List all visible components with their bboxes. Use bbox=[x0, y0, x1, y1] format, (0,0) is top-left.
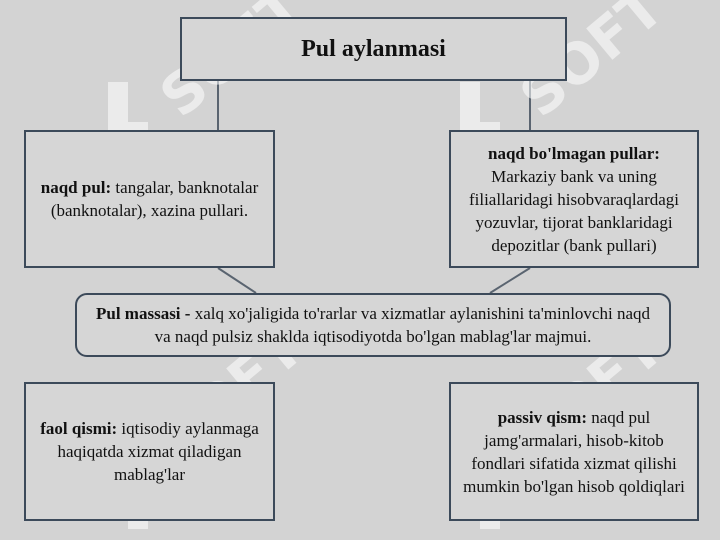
money-mass-desc: xalq xo'jaligida to'rarlar va xizmatlar … bbox=[154, 304, 651, 346]
title-box: Pul aylanmasi bbox=[180, 17, 567, 81]
noncash-money-text: naqd bo'lmagan pullar: Markaziy bank va … bbox=[461, 142, 687, 257]
passive-part-box: passiv qism: naqd pul jamg'armalari, his… bbox=[449, 382, 699, 521]
diagram-title: Pul aylanmasi bbox=[301, 35, 446, 62]
noncash-money-desc: Markaziy bank va uning filiallaridagi hi… bbox=[468, 166, 680, 255]
active-part-desc: iqtisodiy aylanmaga haqiqatda xizmat qil… bbox=[57, 419, 259, 484]
cash-money-term: naqd pul: bbox=[40, 178, 112, 197]
passive-part-text: passiv qism: naqd pul jamg'armalari, his… bbox=[461, 406, 687, 498]
noncash-money-box: naqd bo'lmagan pullar: Markaziy bank va … bbox=[449, 130, 699, 268]
noncash-money-term: naqd bo'lmagan pullar: bbox=[488, 143, 660, 163]
cash-money-box: naqd pul: tangalar, banknotalar (banknot… bbox=[24, 130, 275, 268]
money-mass-box: Pul massasi - xalq xo'jaligida to'rarlar… bbox=[75, 293, 671, 357]
money-mass-text: Pul massasi - xalq xo'jaligida to'rarlar… bbox=[91, 302, 655, 348]
active-part-box: faol qismi: iqtisodiy aylanmaga haqiqatd… bbox=[24, 382, 275, 521]
active-part-term: faol qismi: bbox=[40, 419, 118, 438]
cash-money-desc: tangalar, banknotalar (banknotalar), xaz… bbox=[50, 178, 259, 220]
passive-part-term: passiv qism: bbox=[497, 407, 587, 427]
connector-cash-to-mass bbox=[217, 267, 257, 294]
passive-part-desc: naqd pul jamg'armalari, hisob-kitob fond… bbox=[463, 407, 685, 496]
active-part-text: faol qismi: iqtisodiy aylanmaga haqiqatd… bbox=[36, 417, 263, 486]
connector-noncash-to-mass bbox=[489, 267, 531, 294]
money-mass-term: Pul massasi - bbox=[95, 304, 191, 323]
cash-money-text: naqd pul: tangalar, banknotalar (banknot… bbox=[36, 176, 263, 222]
